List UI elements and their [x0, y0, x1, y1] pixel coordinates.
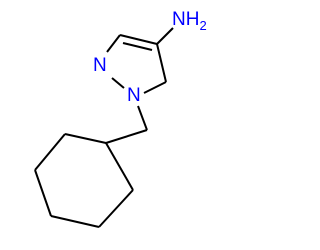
amine-label: NH2 [172, 10, 207, 35]
bond-cy1-cy2 [64, 133, 107, 144]
amine-text: NH [172, 9, 200, 30]
n2-label: N [93, 56, 107, 75]
bond-c4-amine [156, 27, 174, 45]
n1-text: N [127, 85, 141, 106]
bond-c3-c4 [119, 34, 158, 45]
bond-c3-c4-inner [122, 42, 153, 51]
bond-c5-n1 [143, 81, 167, 94]
bond-cy4-cy5 [50, 215, 100, 228]
bond-cy2-cy3 [34, 133, 66, 171]
bond-cy5-cy6 [98, 189, 134, 228]
n1-label: N [127, 86, 141, 105]
bond-ch2-ring [105, 129, 148, 144]
bond-c4-c5 [156, 43, 167, 83]
bond-cy6-cy1 [105, 142, 134, 191]
bond-c3-n2 [106, 34, 121, 53]
bond-drawing [34, 27, 174, 228]
molecule-structure: NH2 N N [34, 10, 207, 228]
bond-n1-ch2 [137, 105, 148, 131]
amine-subscript: 2 [199, 18, 207, 33]
n2-text: N [93, 55, 107, 76]
bond-n2-n1 [111, 77, 125, 89]
bond-cy3-cy4 [34, 169, 52, 217]
